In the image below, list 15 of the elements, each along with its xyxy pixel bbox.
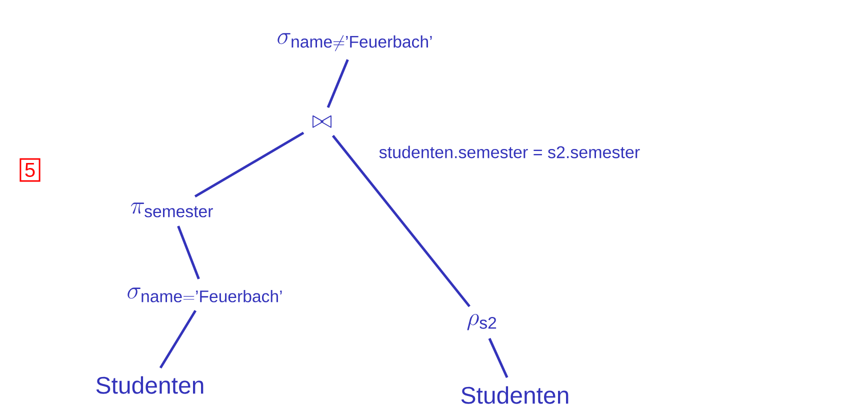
relation-label: Studenten <box>96 376 204 394</box>
tree-edge <box>194 132 304 198</box>
condition-label: studenten.semester = s2.semester <box>379 146 640 158</box>
tree-edge <box>332 134 470 308</box>
operator-label: $\pi_{\text{semester}}$ <box>130 202 213 218</box>
operator-label: $\sigma_{\text{name} = \text{'Feuerbach'}}$ <box>128 288 282 302</box>
boxed-number: 5 <box>20 158 40 182</box>
tree-edge <box>326 59 349 108</box>
operator-label: $\bowtie$ <box>312 115 332 128</box>
operator-label: $\sigma_{\text{name} \neq \text{'Feuerbach'}}$ <box>278 33 432 52</box>
relation-label: Studenten <box>461 386 568 404</box>
tree-edge <box>159 310 197 369</box>
tree-edge <box>488 338 508 378</box>
operator-label: $\rho_{\text{s2}}$ <box>467 314 496 330</box>
tree-edge <box>177 226 200 280</box>
